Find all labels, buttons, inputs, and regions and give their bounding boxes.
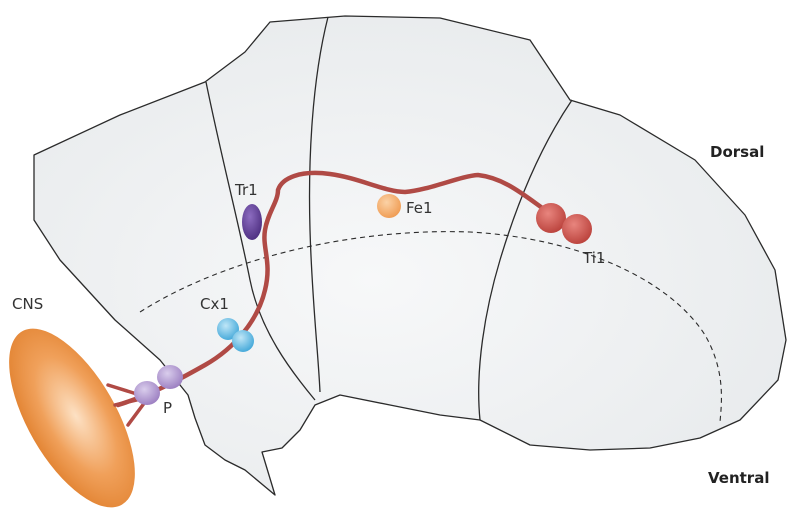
p-cell-2 bbox=[157, 365, 183, 389]
label-p: P bbox=[163, 399, 172, 417]
ti1-cell-1 bbox=[536, 203, 566, 233]
label-cns: CNS bbox=[12, 295, 43, 313]
leg-outline bbox=[34, 16, 786, 495]
p-cell-1 bbox=[134, 381, 160, 405]
cx1-cell-2 bbox=[232, 330, 254, 352]
label-tr1: Tr1 bbox=[234, 181, 258, 199]
label-cx1: Cx1 bbox=[200, 295, 229, 313]
label-dorsal: Dorsal bbox=[710, 143, 764, 161]
fe1-cell bbox=[377, 194, 401, 218]
ti1-cell-2 bbox=[562, 214, 592, 244]
tr1-cell bbox=[242, 204, 262, 240]
label-ventral: Ventral bbox=[708, 469, 769, 487]
label-ti1: Ti1 bbox=[582, 249, 605, 267]
label-fe1: Fe1 bbox=[406, 199, 433, 217]
